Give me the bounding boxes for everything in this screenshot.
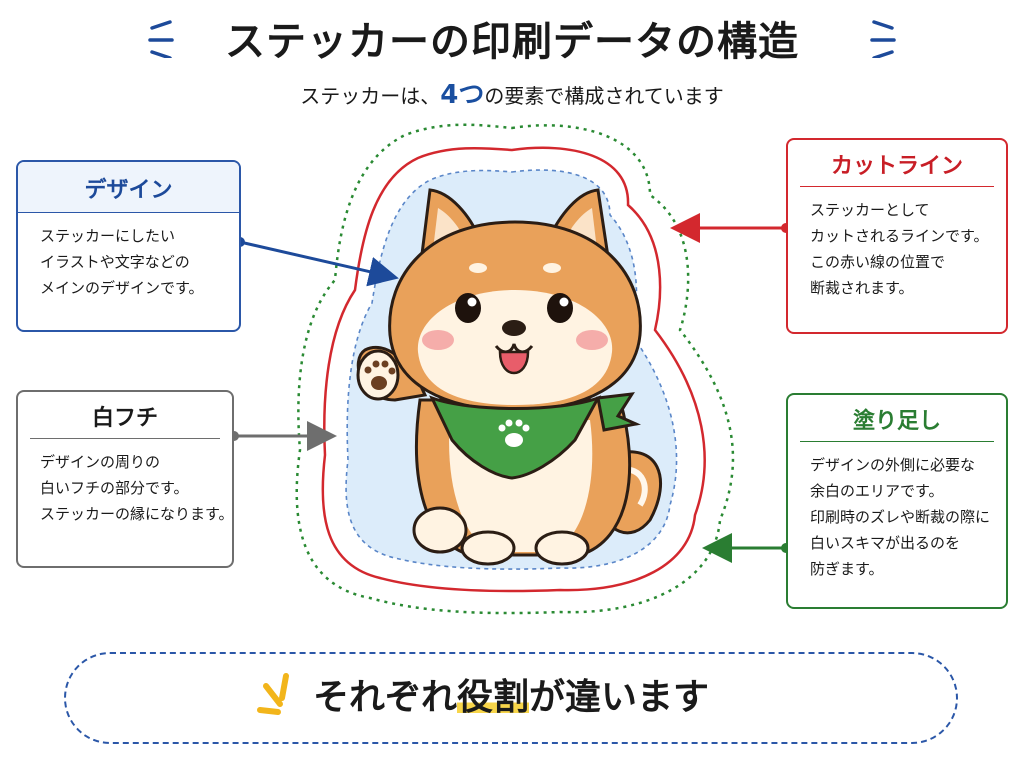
cut-line <box>321 146 706 593</box>
page-subtitle: ステッカーは、4つの要素で構成されています <box>300 80 724 110</box>
summary-message: それぞれ役割が違います <box>312 677 710 718</box>
title-deco-left-icon <box>148 20 174 58</box>
summary-banner: それぞれ役割が違います <box>64 652 958 744</box>
white-border-card-body: デザインの周りの 白いフチの部分です。 ステッカーの縁になります。 <box>40 453 234 523</box>
design-card-title: デザイン <box>18 162 239 213</box>
design-card-body: ステッカーにしたい イラストや文字などの メインのデザインです。 <box>40 227 204 297</box>
summary-highlight: 役割 <box>456 677 529 718</box>
bleed-card-body: デザインの外側に必要な 余白のエリアです。 印刷時のズレや断裁の際に 白いスキマ… <box>810 456 991 578</box>
bleed-line <box>295 123 735 615</box>
title-deco-right-icon <box>870 20 896 58</box>
page-title: ステッカーの印刷データの構造 <box>225 19 799 65</box>
shiba-inu-illustration <box>356 188 663 566</box>
burst-icon <box>257 673 289 715</box>
design-card: デザイン ステッカーにしたい イラストや文字などの メインのデザインです。 <box>16 160 241 332</box>
paw-print-icon <box>498 419 530 447</box>
bleed-card: 塗り足し デザインの外側に必要な 余白のエリアです。 印刷時のズレや断裁の際に … <box>786 393 1008 609</box>
subtitle-number: 4つ <box>440 80 485 110</box>
bleed-card-title: 塗り足し <box>800 395 994 442</box>
cut-line-card-title: カットライン <box>800 140 994 187</box>
white-border-card-title: 白フチ <box>30 392 220 439</box>
white-border-card: 白フチ デザインの周りの 白いフチの部分です。 ステッカーの縁になります。 <box>16 390 234 568</box>
cut-line-card-body: ステッカーとして カットされるラインです。 この赤い線の位置で 断裁されます。 <box>810 201 989 297</box>
design-arrow <box>239 240 399 287</box>
cut-line-card: カットライン ステッカーとして カットされるラインです。 この赤い線の位置で 断… <box>786 138 1008 334</box>
